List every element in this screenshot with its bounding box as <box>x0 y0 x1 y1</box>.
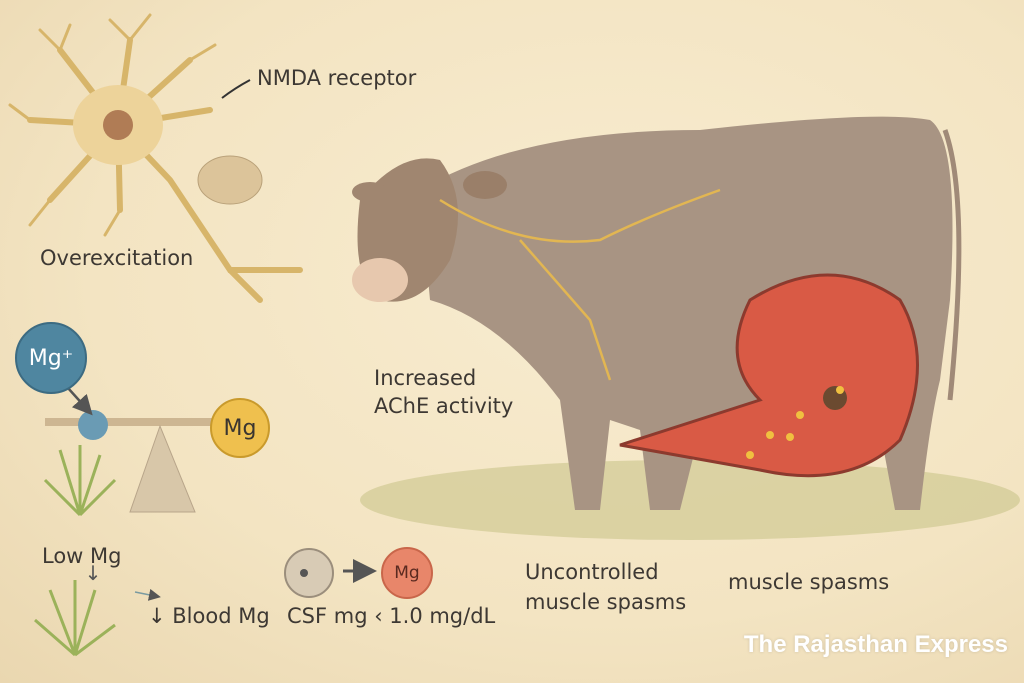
seesaw-beam <box>45 418 245 426</box>
csf-cell <box>284 548 334 598</box>
neuron-icon <box>8 13 303 303</box>
receptor-blob <box>197 155 263 205</box>
uncontrolled-label-line2: muscle spasms <box>525 590 687 614</box>
uncontrolled-label-line1: Uncontrolled <box>525 560 659 584</box>
mg-balance-circle: Mg <box>210 398 270 458</box>
small-mg-ball <box>78 410 108 440</box>
nmda-label: NMDA receptor <box>257 66 417 90</box>
svg-text:↓: ↓ <box>85 561 102 585</box>
overexcitation-label: Overexcitation <box>40 246 194 270</box>
muscle-spasms-label: muscle spasms <box>728 570 890 594</box>
grass-icon <box>34 445 117 657</box>
seesaw-fulcrum <box>129 424 196 513</box>
watermark: The Rajasthan Express <box>743 631 1008 658</box>
blood-mg-label: ↓ Blood Mg <box>148 604 270 628</box>
csf-mg-label: CSF mg ‹ 1.0 mg/dL <box>287 604 496 628</box>
ache-label-line1: Increased <box>374 366 477 390</box>
muscle-illustration <box>619 273 919 478</box>
csf-mg-circle: Mg <box>381 547 433 599</box>
low-mg-label: Low Mg <box>42 544 122 568</box>
mg-ion-circle: Mg⁺ <box>15 322 87 394</box>
ache-label-line2: AChE activity <box>374 394 514 418</box>
nucleus <box>103 110 133 140</box>
